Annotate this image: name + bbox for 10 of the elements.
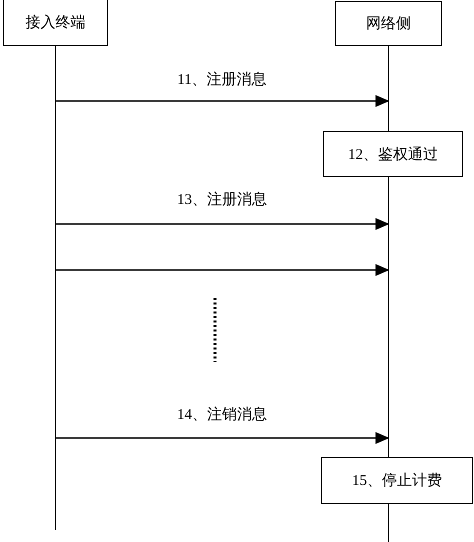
message-arrow — [56, 264, 390, 276]
participant-box: 接入终端 — [3, 0, 108, 46]
action-box: 12、鉴权通过 — [323, 131, 463, 177]
participant-box: 网络侧 — [335, 1, 442, 46]
message-arrow — [56, 432, 390, 444]
message-arrow — [56, 218, 390, 230]
message-label: 13、注册消息 — [175, 190, 269, 209]
message-arrow — [56, 95, 390, 107]
message-label: 14、注销消息 — [175, 405, 269, 424]
action-box: 15、停止计费 — [321, 457, 473, 504]
